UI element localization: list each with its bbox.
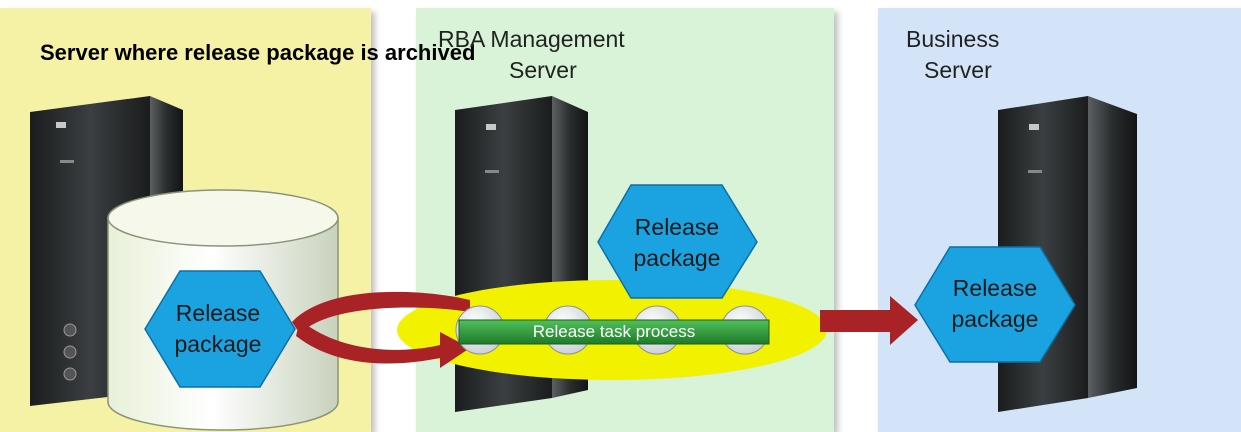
package-label-archive: Release package (148, 298, 288, 360)
release-task-process-label: Release task process (532, 322, 696, 341)
package-label-line1: Release (634, 214, 720, 240)
package-label-line1: Release (952, 275, 1038, 301)
package-label-line1: Release (175, 300, 261, 326)
panel-title-archive: Server where release package is archived (40, 40, 476, 65)
database-cylinder-icon (107, 189, 339, 431)
hexagon-icon (914, 246, 1076, 363)
arrow-icon (292, 291, 470, 368)
package-label-line2: package (174, 331, 262, 357)
panel-title-business-line1: Business (906, 26, 1000, 52)
task-bar (458, 319, 770, 345)
panel-title-rba-line2: Server (509, 57, 577, 83)
package-label-rba: Release package (604, 212, 750, 274)
arrow-icon (820, 296, 918, 345)
panel-title-rba-line1: RBA Management (438, 26, 625, 52)
package-label-business: Release package (920, 273, 1070, 335)
panel-title-business-line2: Server (924, 57, 992, 83)
hexagon-icon (597, 184, 758, 299)
hexagon-icon (144, 270, 296, 388)
package-label-line2: package (951, 306, 1039, 332)
package-label-line2: package (633, 245, 721, 271)
